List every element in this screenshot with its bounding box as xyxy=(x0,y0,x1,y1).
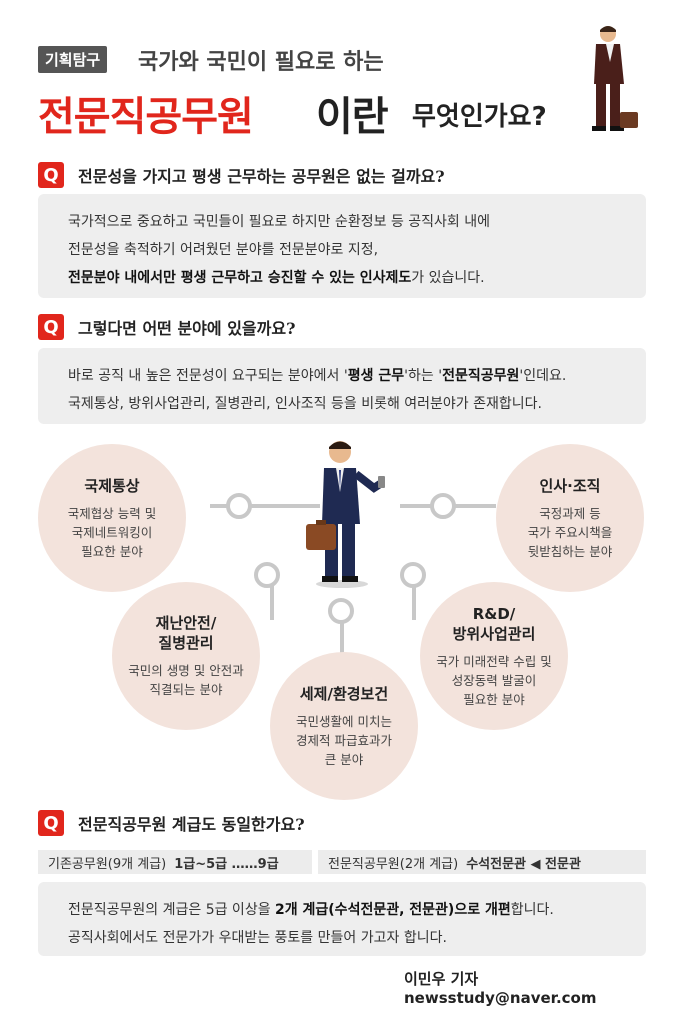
connector-ring xyxy=(254,562,280,588)
field-title-line: 방위사업관리 xyxy=(452,624,536,643)
field-title: 국제통상 xyxy=(84,476,140,495)
field-title-line: 재난안전/ xyxy=(155,614,217,632)
answer-3-line-2: 공직사회에서도 전문가가 우대받는 풍토를 만들어 가고자 합니다. xyxy=(68,930,447,946)
answer-2-line-1: 바로 공직 내 높은 전문성이 요구되는 분야에서 '평생 근무'하는 '전문직… xyxy=(68,362,616,390)
answer-2-text-c: '인데요. xyxy=(519,368,567,384)
field-title-line: R&D/ xyxy=(472,604,516,623)
field-desc-line: 성장동력 발굴이 xyxy=(451,672,537,688)
answer-2-bold-a: 평생 근무 xyxy=(347,368,405,384)
connector-ring xyxy=(226,493,252,519)
title-question: 무엇인가요? xyxy=(412,102,547,132)
field-desc-line: 국가 미래전략 수립 및 xyxy=(436,653,552,669)
grade-existing-label: 기존공무원(9개 계급) xyxy=(48,856,167,872)
field-title: 세제/환경보건 xyxy=(299,684,389,703)
question-row-2: Q 그렇다면 어떤 분야에 있을까요? xyxy=(38,312,295,342)
answer-1-line-1: 국가적으로 중요하고 국민들이 필요로 하지만 순환정보 등 공직사회 내에 xyxy=(68,214,490,230)
field-circle-international-trade: 국제통상 국제협상 능력 및 국제네트워킹이 필요한 분야 xyxy=(38,444,186,592)
grade-professional-label: 전문직공무원(2개 계급) xyxy=(328,856,459,872)
field-title-line: 질병관리 xyxy=(158,634,214,652)
field-circle-hr-organization: 인사·조직 국정과제 등 국가 주요시책을 뒷받침하는 분야 xyxy=(496,444,644,592)
connector-ring xyxy=(328,598,354,624)
header: 기획탐구 국가와 국민이 필요로 하는 전문직공무원 이란 무엇인가요? xyxy=(0,0,680,150)
answer-3-bold: 2개 계급(수석전문관, 전문관)으로 개편 xyxy=(275,902,511,918)
answer-1-line-3: 전문분야 내에서만 평생 근무하고 승진할 수 있는 인사제도가 있습니다. xyxy=(68,264,616,292)
field-desc-line: 큰 분야 xyxy=(324,751,364,767)
grade-professional: 전문직공무원(2개 계급) 수석전문관 ◀ 전문관 xyxy=(318,850,646,874)
byline: 이민우 기자 newsstudy@naver.com xyxy=(398,968,680,1007)
connector-ring xyxy=(430,493,456,519)
field-desc-line: 필요한 분야 xyxy=(463,691,525,707)
question-3-text: 전문직공무원 계급도 동일한가요? xyxy=(78,815,305,834)
reporter-name: 이민우 기자 xyxy=(404,970,479,988)
category-tag: 기획탐구 xyxy=(38,46,108,73)
grade-professional-value: 수석전문관 ◀ 전문관 xyxy=(466,856,581,872)
field-title: 인사·조직 xyxy=(539,476,601,495)
grade-comparison: 기존공무원(9개 계급) 1급~5급 ……9급 전문직공무원(2개 계급) 수석… xyxy=(38,850,646,874)
answer-3-text-a: 전문직공무원의 계급은 5급 이상을 xyxy=(68,902,276,918)
answer-box-3: 전문직공무원의 계급은 5급 이상을 2개 계급(수석전문관, 전문관)으로 개… xyxy=(38,882,646,956)
field-title: R&D/방위사업관리 xyxy=(453,604,536,644)
businessman-center-illustration xyxy=(306,441,385,588)
grade-existing: 기존공무원(9개 계급) 1급~5급 ……9급 xyxy=(38,850,312,874)
connector-line xyxy=(270,580,274,620)
field-desc-line: 경제적 파급효과가 xyxy=(296,732,392,748)
field-title: 재난안전/질병관리 xyxy=(156,613,217,653)
q-badge: Q xyxy=(38,162,64,188)
connector-ring xyxy=(400,562,426,588)
field-desc-line: 국정과제 등 xyxy=(539,505,601,521)
grade-existing-value: 1급~5급 ……9급 xyxy=(174,856,279,872)
connector-line xyxy=(412,578,416,620)
answer-3-line-1: 전문직공무원의 계급은 5급 이상을 2개 계급(수석전문관, 전문관)으로 개… xyxy=(68,896,616,924)
answer-1-bold: 전문분야 내에서만 평생 근무하고 승진할 수 있는 인사제도 xyxy=(68,270,412,286)
reporter-email: newsstudy@naver.com xyxy=(404,989,597,1007)
answer-box-2: 바로 공직 내 높은 전문성이 요구되는 분야에서 '평생 근무'하는 '전문직… xyxy=(38,348,646,424)
answer-2-line-2: 국제통상, 방위사업관리, 질병관리, 인사조직 등을 비롯해 여러분야가 존재… xyxy=(68,396,542,412)
question-2-text: 그렇다면 어떤 분야에 있을까요? xyxy=(78,319,296,338)
field-circle-tax-environment: 세제/환경보건 국민생활에 미치는 경제적 파급효과가 큰 분야 xyxy=(270,652,418,800)
field-desc-line: 직결되는 분야 xyxy=(149,682,223,697)
answer-1-rest: 가 있습니다. xyxy=(411,270,485,286)
answer-1-line-2: 전문성을 축적하기 어려웠던 분야를 전문분야로 지정, xyxy=(68,242,379,258)
businessman-illustration xyxy=(592,26,638,131)
field-desc-line: 국제네트워킹이 xyxy=(71,524,153,540)
field-desc-line: 필요한 분야 xyxy=(81,543,143,559)
q-badge: Q xyxy=(38,810,64,836)
field-desc-line: 국민생활에 미치는 xyxy=(296,713,392,729)
connector-line xyxy=(340,616,344,660)
q-badge: Q xyxy=(38,314,64,340)
field-desc-line: 뒷받침하는 분야 xyxy=(527,543,613,559)
connector-line xyxy=(210,504,320,508)
field-circle-rnd-defense: R&D/방위사업관리 국가 미래전략 수립 및 성장동력 발굴이 필요한 분야 xyxy=(420,582,568,730)
title-suffix: 이란 xyxy=(316,94,389,140)
answer-2-text-b: '하는 ' xyxy=(404,368,443,384)
field-desc-line: 국제협상 능력 및 xyxy=(67,505,157,521)
field-desc-line: 국가 주요시책을 xyxy=(527,524,613,540)
subtitle: 국가와 국민이 필요로 하는 xyxy=(138,50,384,75)
title-highlight: 전문직공무원 xyxy=(38,94,254,140)
answer-box-1: 국가적으로 중요하고 국민들이 필요로 하지만 순환정보 등 공직사회 내에 전… xyxy=(38,194,646,298)
answer-2-text-a: 바로 공직 내 높은 전문성이 요구되는 분야에서 ' xyxy=(68,368,348,384)
question-row-3: Q 전문직공무원 계급도 동일한가요? xyxy=(38,808,305,838)
answer-2-bold-b: 전문직공무원 xyxy=(442,368,520,384)
field-circle-disaster-safety: 재난안전/질병관리 국민의 생명 및 안전과 직결되는 분야 xyxy=(112,582,260,730)
question-1-text: 전문성을 가지고 평생 근무하는 공무원은 없는 걸까요? xyxy=(78,167,445,186)
field-desc-line: 국민의 생명 및 안전과 xyxy=(128,663,244,678)
answer-3-text-b: 합니다. xyxy=(510,902,554,918)
question-row-1: Q 전문성을 가지고 평생 근무하는 공무원은 없는 걸까요? xyxy=(38,160,445,190)
